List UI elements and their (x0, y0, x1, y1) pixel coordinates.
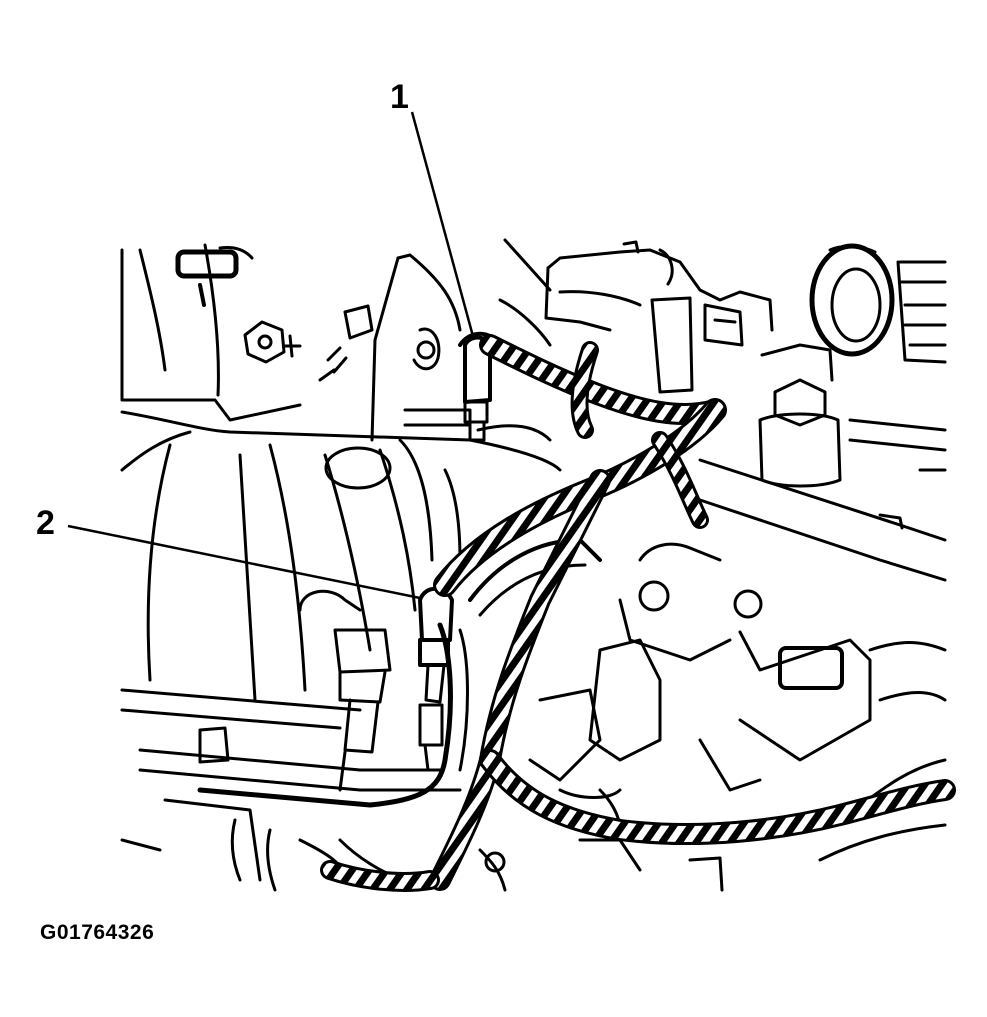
leader-line-1 (410, 111, 476, 341)
figure-id: G01764326 (40, 921, 155, 944)
map-sensor-bracket (544, 240, 774, 394)
callout-2: 2 (36, 504, 55, 542)
intake-manifold (120, 410, 562, 702)
wiring-harness (320, 334, 956, 892)
upper-intake (370, 238, 552, 442)
callout-1: 1 (390, 78, 409, 116)
callout-leaders (67, 111, 476, 600)
ignition-module (528, 542, 947, 862)
fuel-injector (120, 589, 462, 892)
valve-cover (698, 243, 947, 582)
rear-housing (120, 243, 374, 422)
leader-line-2 (67, 524, 421, 600)
